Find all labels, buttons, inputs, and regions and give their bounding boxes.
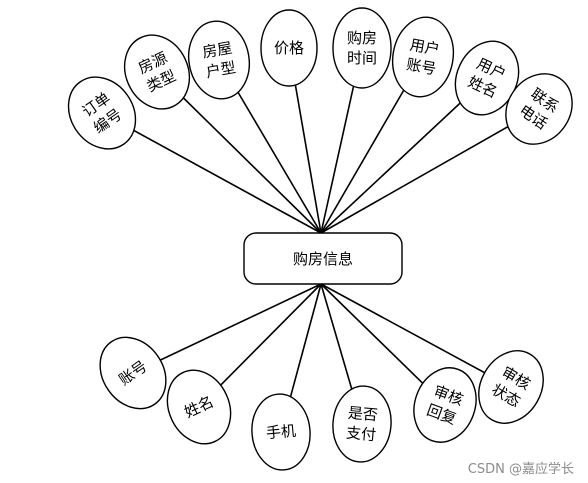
attribute-nodes: 订单编号房源类型房屋户型价格购房时间用户账号用户姓名联系电话账号姓名手机是否支付…	[67, 7, 573, 471]
attribute-label-user-account: 账号	[405, 55, 438, 78]
attribute-ellipse-contact-phone	[505, 73, 573, 145]
attribute-ellipse-user-account	[391, 16, 455, 98]
attribute-label-house-layout: 户型	[204, 58, 237, 81]
attribute-phone: 手机	[251, 393, 311, 471]
attribute-price: 价格	[260, 9, 318, 87]
attribute-ellipse-phone	[251, 393, 311, 471]
attribute-label-user-account: 用户	[408, 36, 441, 59]
entity-box	[243, 232, 403, 285]
attribute-label-purchase-time: 购房	[347, 29, 377, 47]
attribute-ellipse-name	[166, 369, 232, 445]
attribute-ellipse-account	[99, 336, 167, 410]
edge-order-number	[101, 112, 322, 234]
attribute-label-is-paid: 支付	[345, 424, 376, 445]
attribute-ellipse-price	[260, 9, 318, 87]
attribute-ellipse-review-reply	[413, 367, 477, 443]
entity-node: 购房信息	[243, 232, 403, 285]
attribute-label-is-paid: 是否	[347, 404, 378, 425]
attribute-label-phone: 手机	[265, 422, 296, 443]
attribute-ellipse-order-number	[67, 76, 137, 150]
attribute-ellipse-house-layout	[187, 20, 251, 100]
attribute-name: 姓名	[166, 369, 232, 445]
attribute-ellipse-review-status	[478, 350, 544, 424]
edge-user-name	[320, 77, 488, 234]
watermark: CSDN @嘉应学长	[467, 462, 574, 477]
entity-label: 购房信息	[293, 250, 353, 268]
attribute-ellipse-is-paid	[332, 385, 392, 463]
edge-contact-phone	[320, 108, 540, 234]
edge-house-source-type	[156, 71, 322, 234]
attribute-label-house-layout: 房屋	[201, 39, 234, 62]
attribute-account: 账号	[99, 336, 167, 410]
attribute-label-purchase-time: 时间	[347, 49, 377, 67]
edge-review-status	[320, 283, 512, 388]
attribute-ellipse-house-source-type	[123, 34, 191, 110]
attribute-ellipse-purchase-time	[332, 7, 392, 89]
edge-account	[132, 283, 322, 374]
attribute-label-price: 价格	[274, 39, 304, 57]
